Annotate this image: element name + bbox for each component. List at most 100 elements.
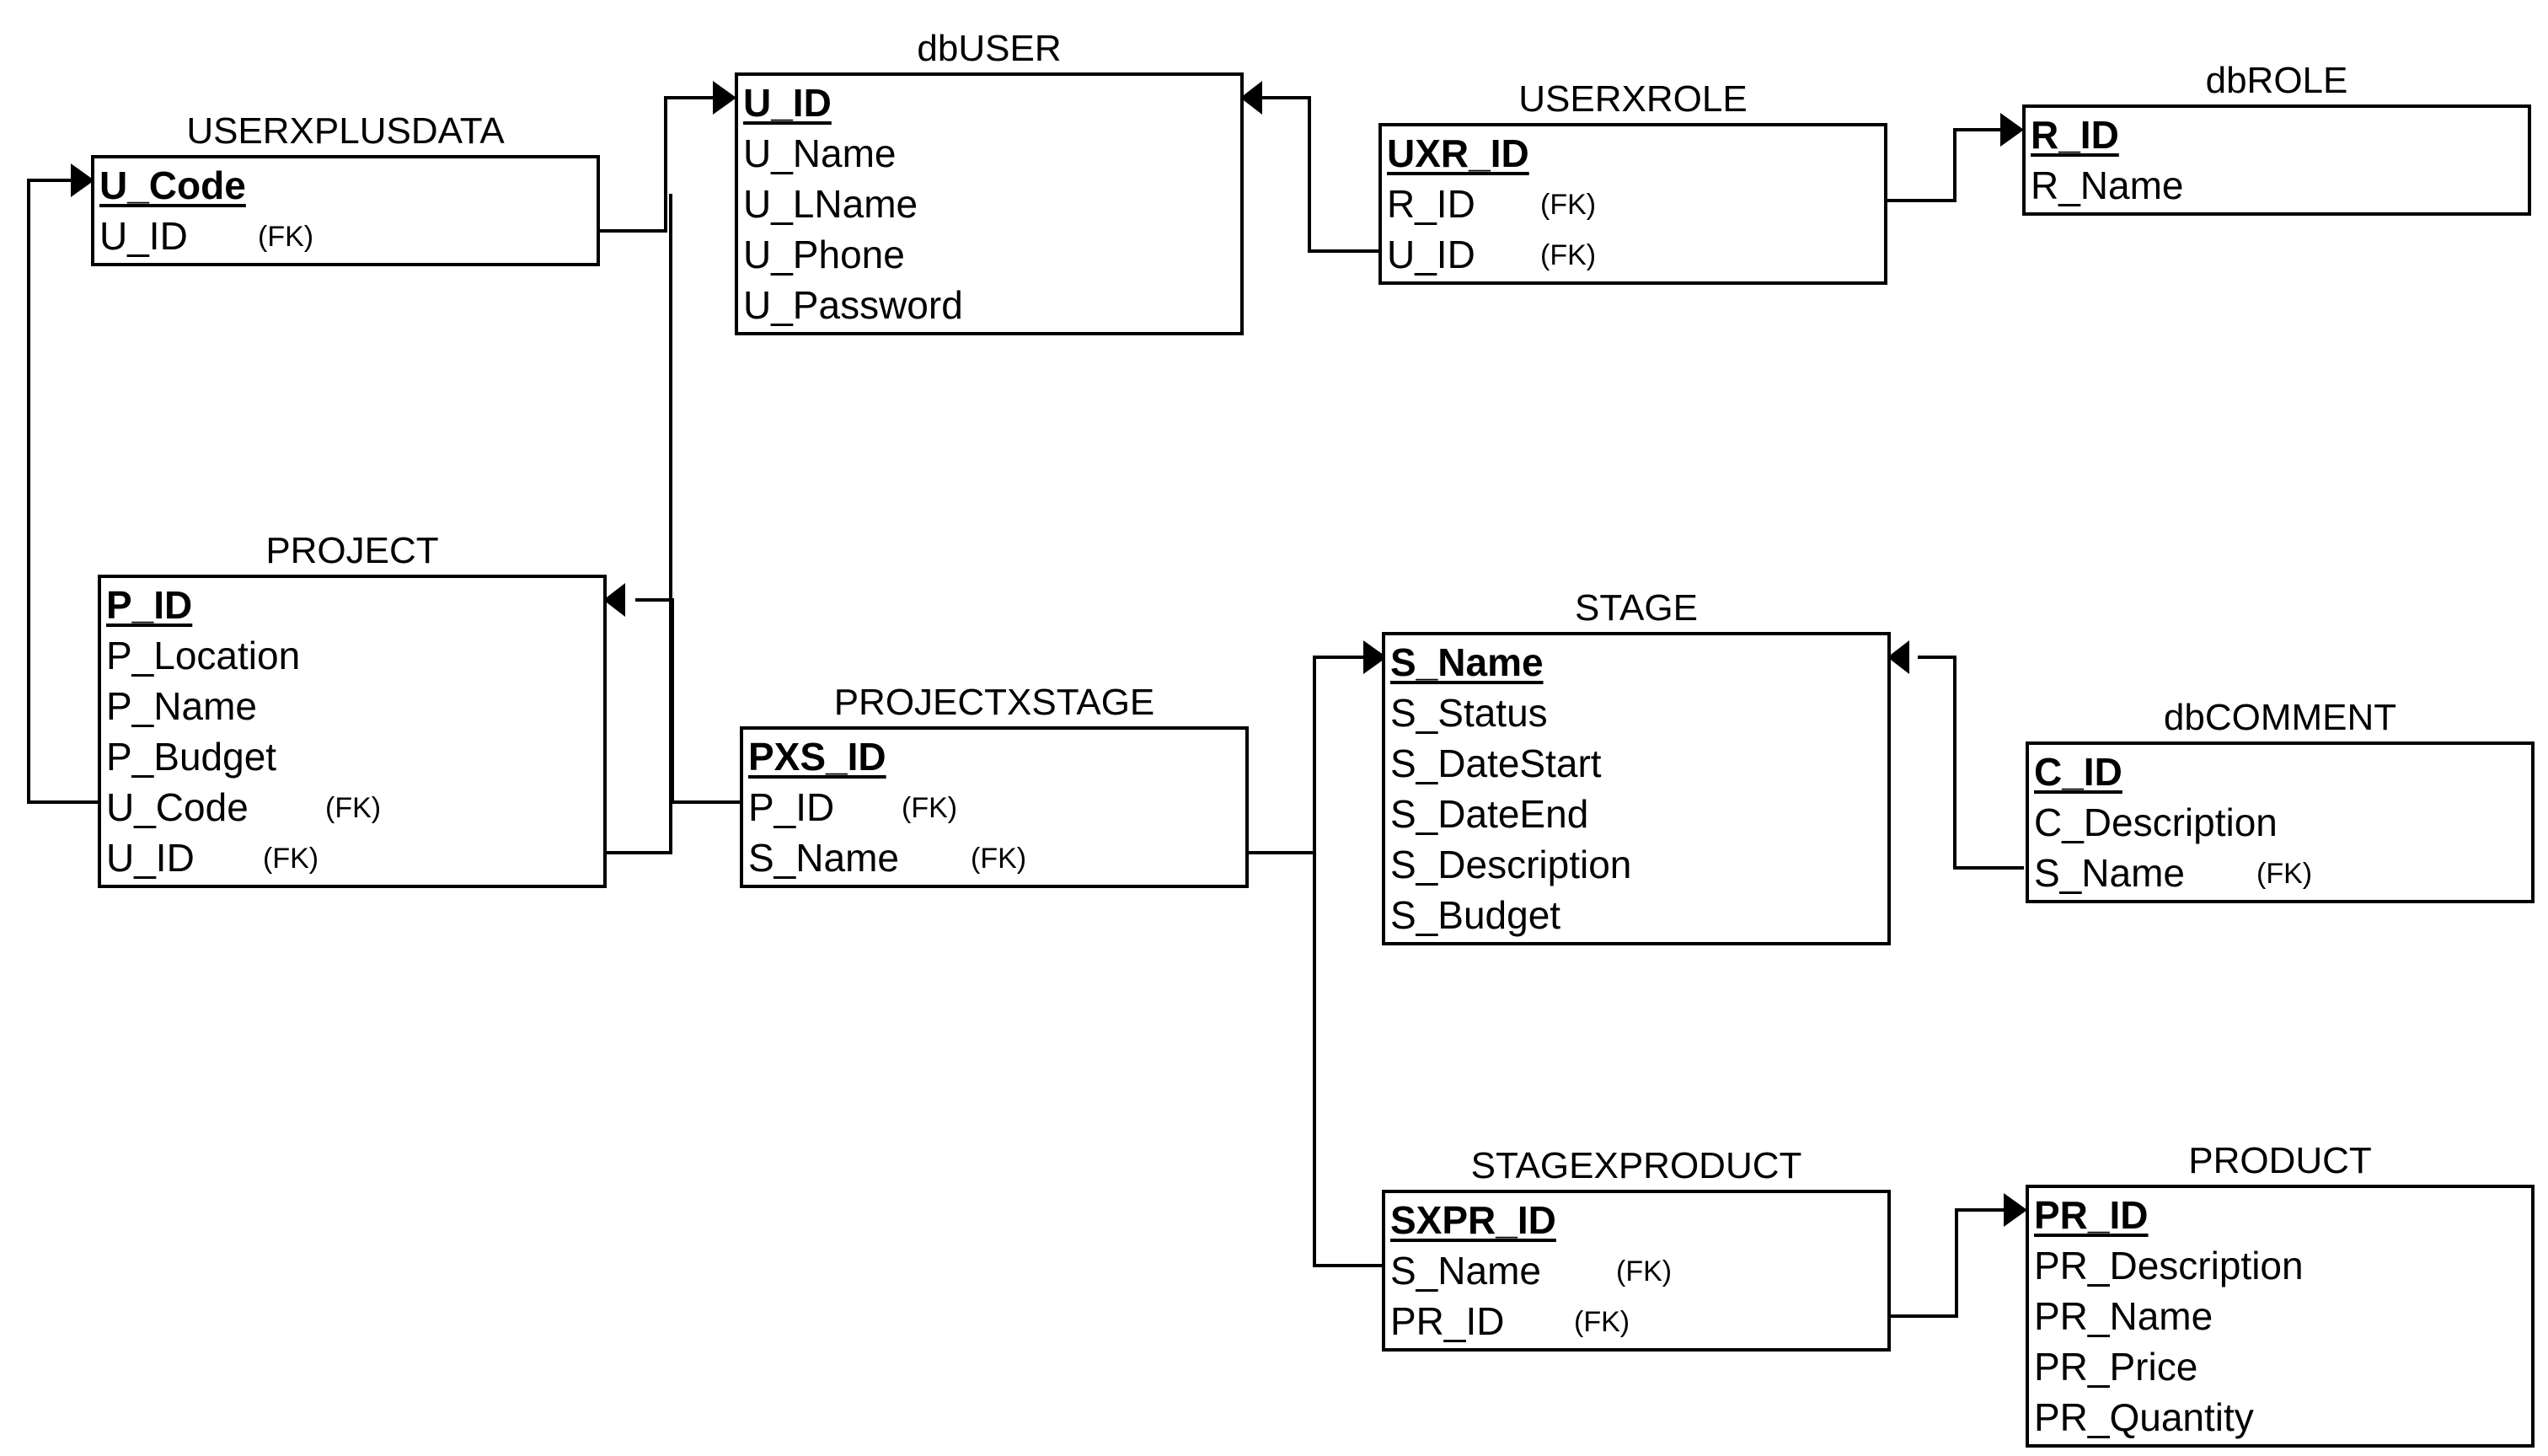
field-u-name: U_Name: [738, 128, 1240, 179]
entity-title: USERXPLUSDATA: [186, 110, 505, 152]
field-name: U_LName: [743, 182, 918, 226]
field-p-name: P_Name: [101, 681, 603, 731]
entity-box: PR_ID PR_Description PR_Name PR_Price PR…: [2026, 1185, 2535, 1448]
rel-stagexproduct-stage: [1313, 853, 1384, 1267]
fk-marker: (FK): [1540, 239, 1597, 271]
field-u-code: U_Code(FK): [101, 782, 603, 832]
arrowhead-product-pr-id: [2004, 1193, 2027, 1227]
field-pxs-id: PXS_ID: [743, 731, 1245, 782]
entity-title: USERXROLE: [1518, 78, 1748, 120]
field-name: P_ID: [748, 785, 835, 829]
field-s-name: S_Name(FK): [743, 832, 1245, 883]
rel-userxplusdata-dbuser: [600, 96, 725, 233]
field-name: U_Phone: [743, 233, 905, 276]
field-name: P_Budget: [106, 735, 277, 779]
entity-title: dbROLE: [2205, 60, 2348, 101]
entity-box: U_ID U_Name U_LName U_Phone U_Password: [735, 72, 1244, 335]
field-c-description: C_Description: [2029, 797, 2531, 848]
field-p-budget: P_Budget: [101, 731, 603, 782]
rel-userxrole-dbuser: [1262, 96, 1380, 253]
rel-stagexproduct-product: [1887, 1208, 2005, 1318]
entity-product[interactable]: PRODUCT PR_ID PR_Description PR_Name PR_…: [2026, 1140, 2535, 1448]
entity-userxplusdata[interactable]: USERXPLUSDATA U_Code U_ID(FK): [91, 110, 600, 266]
entity-stagexproduct[interactable]: STAGEXPRODUCT SXPR_ID S_Name(FK) PR_ID(F…: [1382, 1145, 1891, 1352]
field-name: PR_Name: [2034, 1294, 2213, 1338]
field-u-code: U_Code: [94, 160, 597, 211]
fk-marker: (FK): [2256, 858, 2313, 890]
rel-dbcomment-stage: [1918, 656, 2024, 870]
field-name: PR_Description: [2034, 1244, 2304, 1287]
field-u-id: U_ID(FK): [94, 211, 597, 261]
entity-title: STAGEXPRODUCT: [1470, 1145, 1802, 1186]
entity-projectxstage[interactable]: PROJECTXSTAGE PXS_ID P_ID(FK) S_Name(FK): [740, 682, 1249, 888]
field-pr-description: PR_Description: [2029, 1240, 2531, 1291]
entity-box: U_Code U_ID(FK): [91, 155, 600, 266]
entity-box: R_ID R_Name: [2022, 104, 2531, 216]
field-name: PR_ID: [2034, 1193, 2149, 1237]
field-name: S_Budget: [1390, 893, 1561, 937]
field-s-name: S_Name: [1385, 637, 1887, 688]
field-p-id: P_ID: [101, 580, 603, 630]
field-name: P_ID: [106, 583, 193, 627]
fk-marker: (FK): [325, 792, 382, 824]
field-name: PR_Quantity: [2034, 1395, 2254, 1439]
field-r-id: R_ID: [2026, 110, 2528, 160]
field-name: S_Name: [1390, 640, 1544, 684]
field-name: S_Description: [1390, 843, 1632, 886]
field-s-status: S_Status: [1385, 688, 1887, 738]
field-sxpr-id: SXPR_ID: [1385, 1195, 1887, 1245]
arrowhead-stage-s-name-left: [1363, 640, 1387, 674]
field-name: S_Name: [1390, 1249, 1541, 1293]
entity-box: P_ID P_Location P_Name P_Budget U_Code(F…: [98, 575, 607, 888]
field-name: S_DateStart: [1390, 741, 1602, 785]
field-u-id: U_ID: [738, 78, 1240, 128]
fk-marker: (FK): [1540, 189, 1597, 221]
field-s-dateend: S_DateEnd: [1385, 789, 1887, 839]
arrowhead-dbuser-u-id: [713, 81, 736, 115]
field-name: U_Password: [743, 283, 963, 327]
field-name: P_Name: [106, 684, 257, 728]
field-name: U_Name: [743, 131, 897, 175]
field-name: S_Name: [2034, 851, 2185, 895]
entity-dbrole[interactable]: dbROLE R_ID R_Name: [2022, 60, 2531, 216]
field-name: PR_Price: [2034, 1345, 2198, 1389]
entity-userxrole[interactable]: USERXROLE UXR_ID R_ID(FK) U_ID(FK): [1378, 78, 1887, 285]
entity-title: PROJECTXSTAGE: [833, 682, 1155, 723]
field-s-name: S_Name(FK): [1385, 1245, 1887, 1296]
field-s-budget: S_Budget: [1385, 890, 1887, 940]
field-uxr-id: UXR_ID: [1382, 128, 1884, 179]
field-s-description: S_Description: [1385, 839, 1887, 890]
field-name: S_Name: [748, 836, 899, 880]
arrowhead-userxplusdata-u-code: [71, 163, 94, 197]
field-name: C_ID: [2034, 750, 2122, 794]
field-pr-name: PR_Name: [2029, 1291, 2531, 1341]
entity-dbcomment[interactable]: dbCOMMENT C_ID C_Description S_Name(FK): [2026, 697, 2535, 903]
arrowhead-dbuser-u-id-right: [1240, 81, 1262, 115]
entity-box: PXS_ID P_ID(FK) S_Name(FK): [740, 726, 1249, 888]
entity-stage[interactable]: STAGE S_Name S_Status S_DateStart S_Date…: [1382, 587, 1891, 945]
entity-project[interactable]: PROJECT P_ID P_Location P_Name P_Budget …: [98, 530, 607, 888]
arrowhead-project-p-id: [603, 583, 625, 617]
entity-box: UXR_ID R_ID(FK) U_ID(FK): [1378, 123, 1887, 285]
field-s-datestart: S_DateStart: [1385, 738, 1887, 789]
field-pr-price: PR_Price: [2029, 1341, 2531, 1392]
rel-project-userxplusdata: [27, 179, 101, 804]
fk-marker: (FK): [263, 843, 319, 875]
field-p-location: P_Location: [101, 630, 603, 681]
field-u-id: U_ID (FK): [101, 832, 603, 883]
field-name: U_ID: [106, 836, 195, 880]
field-name: U_ID: [99, 214, 188, 258]
entity-box: C_ID C_Description S_Name (FK): [2026, 741, 2535, 903]
entity-dbuser[interactable]: dbUSER U_ID U_Name U_LName U_Phone U_Pas…: [735, 28, 1244, 335]
field-name: S_Status: [1390, 691, 1548, 735]
field-name: U_ID: [743, 81, 832, 125]
field-name: S_DateEnd: [1390, 792, 1589, 836]
entity-title: STAGE: [1575, 587, 1698, 629]
entity-box: SXPR_ID S_Name(FK) PR_ID(FK): [1382, 1190, 1891, 1352]
entity-title: PRODUCT: [2188, 1140, 2372, 1181]
field-pr-quantity: PR_Quantity: [2029, 1392, 2531, 1443]
field-name: PR_ID: [1390, 1299, 1505, 1343]
field-name: R_Name: [2031, 163, 2184, 207]
field-s-name: S_Name (FK): [2029, 848, 2531, 898]
